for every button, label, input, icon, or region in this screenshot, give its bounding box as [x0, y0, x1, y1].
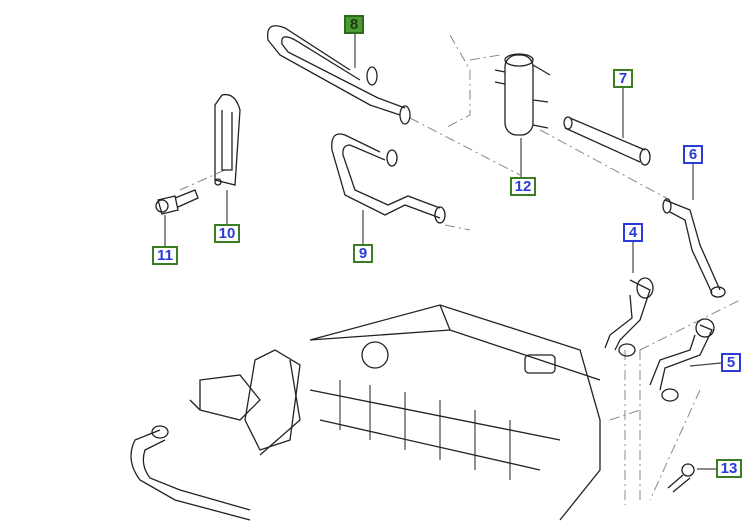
- leader-lines: [164, 34, 722, 470]
- callout-6[interactable]: 6: [683, 145, 703, 164]
- callout-11[interactable]: 11: [152, 246, 178, 265]
- part-4-hose: [604, 277, 654, 357]
- callout-7[interactable]: 7: [613, 69, 633, 88]
- callout-9[interactable]: 9: [353, 244, 373, 263]
- part-8-hose: [266, 25, 411, 125]
- part-6-hose: [662, 198, 726, 298]
- lower-hose: [130, 425, 251, 521]
- part-10-bracket: [214, 93, 241, 186]
- part-7-tube: [563, 116, 651, 166]
- callout-12[interactable]: 12: [510, 177, 536, 196]
- part-5-hose: [649, 318, 715, 402]
- callout-13[interactable]: 13: [716, 459, 742, 478]
- part-11-bolt: [155, 189, 199, 215]
- callout-8[interactable]: 8: [344, 15, 364, 34]
- part-13-bolt: [667, 463, 695, 493]
- callout-4[interactable]: 4: [623, 223, 643, 242]
- part-12-valve: [494, 53, 551, 136]
- engine-block: [189, 304, 601, 521]
- callout-10[interactable]: 10: [214, 224, 240, 243]
- callout-5[interactable]: 5: [721, 353, 741, 372]
- part-9-hose: [331, 133, 446, 224]
